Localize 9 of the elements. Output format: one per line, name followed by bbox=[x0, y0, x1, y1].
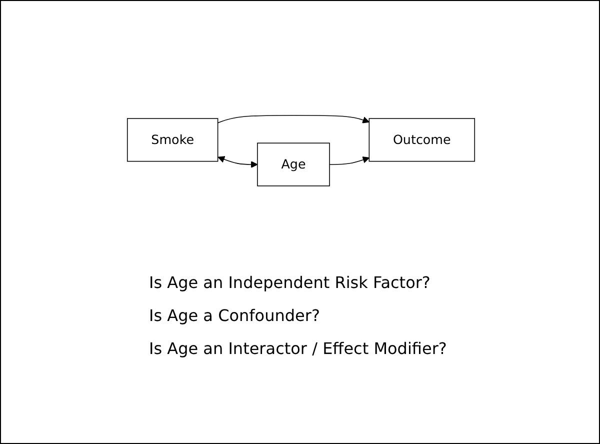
arrow bbox=[329, 156, 370, 166]
node-box: Outcome bbox=[368, 118, 476, 162]
question-text: Is Age an Independent Risk Factor? bbox=[149, 273, 432, 292]
arrow bbox=[217, 115, 370, 124]
arrow bbox=[218, 156, 258, 168]
question-text: Is Age a Confounder? bbox=[149, 306, 321, 325]
node-box: Age bbox=[257, 143, 330, 187]
question-text: Is Age an Interactor / Effect Modifier? bbox=[149, 339, 447, 358]
node-box: Smoke bbox=[126, 118, 218, 162]
